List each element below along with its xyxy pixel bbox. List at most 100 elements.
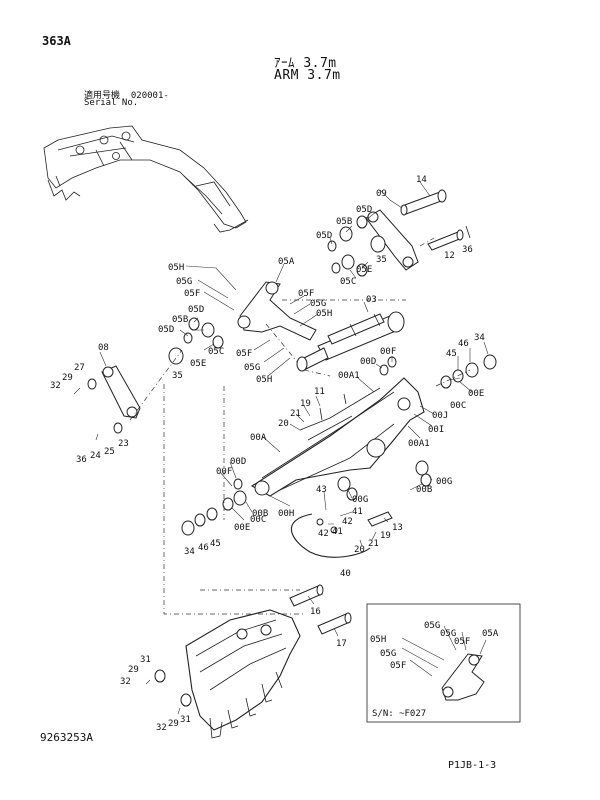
callout-11: 11 <box>314 387 325 397</box>
callout-31-b: 31 <box>180 715 191 725</box>
callout-05A: 05A <box>278 257 295 267</box>
callout-32-c: 32 <box>156 723 167 733</box>
leader-lines <box>99 181 489 637</box>
callout-00I: 00I <box>428 425 444 435</box>
callout-00D-b: 00D <box>230 457 246 467</box>
callout-27: 27 <box>74 363 85 373</box>
callout-29-b: 29 <box>128 665 139 675</box>
callout-20-a: 20 <box>278 419 289 429</box>
callout-41-a: 41 <box>352 507 363 517</box>
callout-31-a: 31 <box>140 655 151 665</box>
inset-callout-05F-b: 05F <box>454 637 470 647</box>
machine-overview-sketch <box>43 125 249 233</box>
bucket-link-05A <box>237 281 317 341</box>
arm-link-09 <box>365 209 419 271</box>
callout-05C-b: 05C <box>208 347 224 357</box>
callout-05H-b: 05H <box>316 309 332 319</box>
callout-00G-b: 00G <box>436 477 452 487</box>
callout-21-a: 21 <box>290 409 301 419</box>
callout-05H-c: 05H <box>256 375 272 385</box>
callout-41-b: 41 <box>332 527 343 537</box>
callout-00A1-b: 00A1 <box>408 439 430 449</box>
callout-00A1-a: 00A1 <box>338 371 360 381</box>
callout-05B-a: 05B <box>336 217 352 227</box>
drawing-number: 9263253A <box>40 731 93 744</box>
arm-body-00A <box>250 377 425 497</box>
callout-19-b: 19 <box>380 531 391 541</box>
callout-40: 40 <box>340 569 351 579</box>
bucket <box>145 609 301 739</box>
callout-05G-a: 05G <box>176 277 192 287</box>
callout-16: 16 <box>310 607 321 617</box>
callout-00A: 00A <box>250 433 267 443</box>
callout-36-a: 36 <box>462 245 473 255</box>
bushing-stack-lower <box>181 460 432 536</box>
pin-17 <box>317 612 352 635</box>
bucket-cylinder-03 <box>296 311 405 372</box>
sheet-reference: P1JB-1-3 <box>448 760 497 771</box>
callout-14: 14 <box>416 175 427 185</box>
pin-16 <box>289 584 324 607</box>
inset-callout-05F-a: 05F <box>390 661 406 671</box>
callout-21-b: 21 <box>368 539 379 549</box>
inset-early-serial <box>366 603 521 723</box>
callout-43: 43 <box>316 485 327 495</box>
serial-range: 020001- <box>130 91 169 101</box>
callout-05F-c: 05F <box>236 349 252 359</box>
callout-05G-c: 05G <box>244 363 260 373</box>
callout-12: 12 <box>444 251 455 261</box>
callout-05E-a: 05E <box>356 265 372 275</box>
callout-34-b: 34 <box>184 547 195 557</box>
callout-05C-a: 05C <box>340 277 356 287</box>
serial-label-english: Serial No. <box>84 98 139 108</box>
inset-serial-note: S/N: ~F027 <box>372 709 426 719</box>
inset-callout-05H: 05H <box>370 635 386 645</box>
callout-05H-a: 05H <box>168 263 184 273</box>
callout-35-a: 35 <box>376 255 387 265</box>
callout-00E-b: 00E <box>234 523 250 533</box>
callout-00J: 00J <box>432 411 448 421</box>
serial-label-jp-text: 適用号機 <box>84 91 121 101</box>
callout-36-b: 36 <box>76 455 87 465</box>
callout-05D-b: 05D <box>316 231 332 241</box>
callout-00B-b: 00B <box>416 485 432 495</box>
callout-46-b: 46 <box>198 543 209 553</box>
callout-24: 24 <box>90 451 101 461</box>
grease-hose-40 <box>290 511 393 558</box>
callout-42-a: 42 <box>342 517 353 527</box>
callout-00H: 00H <box>278 509 294 519</box>
callout-05G-b: 05G <box>310 299 326 309</box>
callout-23: 23 <box>118 439 129 449</box>
pin-12 <box>427 225 471 251</box>
callout-34-a: 34 <box>474 333 485 343</box>
callout-08: 08 <box>98 343 109 353</box>
inset-callout-05G-b: 05G <box>440 629 456 639</box>
inset-callout-05A: 05A <box>482 629 499 639</box>
serial-label-japanese: 適用号機 020001- <box>84 88 169 101</box>
callout-45-a: 45 <box>446 349 457 359</box>
arm-link-08 <box>73 365 141 441</box>
callout-00C-b: 00C <box>250 515 266 525</box>
callout-45-b: 45 <box>210 539 221 549</box>
inset-callout-05G-c: 05G <box>380 649 396 659</box>
callout-00B-a: 00B <box>252 509 268 519</box>
callout-03: 03 <box>366 295 377 305</box>
callout-29-c: 29 <box>168 719 179 729</box>
callout-05B-b: 05B <box>172 315 188 325</box>
inset-callout-05G-a: 05G <box>424 621 440 631</box>
pin-14 <box>400 189 447 216</box>
title-japanese: ｱｰﾑ 3.7m <box>274 56 337 71</box>
callout-25: 25 <box>104 447 115 457</box>
callout-05D-a: 05D <box>356 205 372 215</box>
callout-46-a: 46 <box>458 339 469 349</box>
page-code: 363A <box>42 34 71 48</box>
callout-09: 09 <box>376 189 387 199</box>
callout-00C-a: 00C <box>450 401 466 411</box>
callout-05D-c: 05D <box>188 305 204 315</box>
callout-35-b: 35 <box>172 371 183 381</box>
callout-29-a: 29 <box>62 373 73 383</box>
callout-labels: 14 09 05D 05B 05D 35 05E 05C 36 12 05H 0… <box>50 175 499 733</box>
callout-13: 13 <box>392 523 403 533</box>
callout-32-a: 32 <box>50 381 61 391</box>
